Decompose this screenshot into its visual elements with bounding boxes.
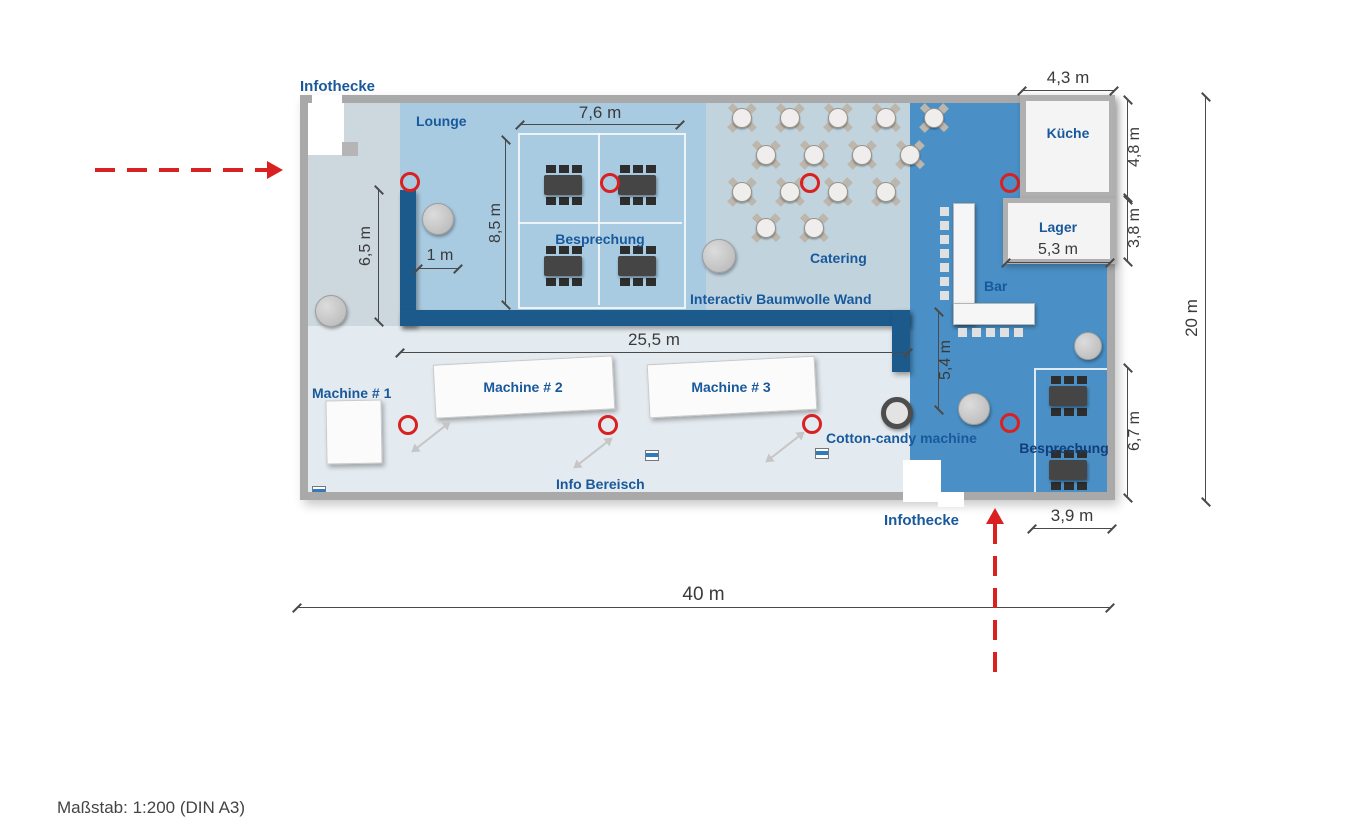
entrance-step-bottom xyxy=(938,492,964,507)
zone-lounge-floor xyxy=(400,103,706,312)
cotton-candy-machine-icon xyxy=(881,397,913,429)
dimension-line-25-5m xyxy=(400,352,908,353)
dimension-line-40m xyxy=(297,607,1110,608)
plant-circle xyxy=(958,393,990,425)
dimension-label-3-9m: 3,9 m xyxy=(1050,506,1094,525)
dimension-label-20m: 20 m xyxy=(1182,299,1201,337)
dimension-label-6-7m: 6,7 m xyxy=(1126,411,1143,452)
red-marker xyxy=(800,173,820,193)
bar-counter-horizontal xyxy=(953,303,1035,325)
label-machine-1: Machine # 1 xyxy=(312,385,392,401)
entrance-arrow-left-head xyxy=(267,161,283,179)
meeting-table xyxy=(539,246,587,286)
meeting-table xyxy=(613,246,661,286)
kueche-room xyxy=(1020,95,1115,198)
red-marker xyxy=(400,172,420,192)
red-marker xyxy=(802,414,822,434)
dimension-label-4-8m: 4,8 m xyxy=(1126,127,1143,168)
label-kueche: Küche xyxy=(1046,125,1090,141)
entrance-arrow-bottom-dashes xyxy=(993,524,997,682)
dimension-line-6-7m xyxy=(1127,368,1128,498)
entrance-arrow-bottom-head xyxy=(986,508,1004,524)
entrance-arrow-left-dashes xyxy=(95,168,267,172)
label-lager: Lager xyxy=(1038,219,1078,235)
dimension-line-5-4m xyxy=(938,312,939,410)
label-bar: Bar xyxy=(984,278,1008,294)
bar-stools-column xyxy=(940,207,949,216)
besprechung-partition-divider-v xyxy=(598,133,600,305)
besprechung-partition-divider-h xyxy=(518,222,682,224)
outer-wall xyxy=(300,95,1115,500)
besprechung-partition xyxy=(518,133,686,309)
dimension-line-6-5m xyxy=(378,190,379,322)
red-marker xyxy=(600,173,620,193)
door-gap-top-left xyxy=(312,95,342,104)
entrance-vestibule xyxy=(308,103,344,155)
dimension-line-7-6m xyxy=(520,124,680,125)
dimension-line-20m xyxy=(1205,97,1206,502)
entrance-notch-bottom xyxy=(903,460,941,502)
dimension-label-40m: 40 m xyxy=(682,584,725,605)
interactive-wall-left xyxy=(400,190,416,326)
floor-device xyxy=(645,450,659,461)
interactive-wall-main xyxy=(400,310,910,326)
label-info-bereich: Info Bereisch xyxy=(556,476,645,492)
label-interactive-wall: Interactiv Baumwolle Wand xyxy=(690,291,872,307)
dimension-label-6-5m: 6,5 m xyxy=(357,226,374,267)
dimension-line-5-3m xyxy=(1006,262,1110,263)
label-besprechung: Besprechung xyxy=(555,231,645,247)
dimension-label-4-3m: 4,3 m xyxy=(1046,68,1090,87)
label-infothecke-bottom: Infothecke xyxy=(884,512,960,529)
dimension-line-4-8m xyxy=(1127,100,1128,198)
label-besprechung2: Besprechung xyxy=(1019,440,1109,456)
red-marker xyxy=(1000,413,1020,433)
red-marker xyxy=(398,415,418,435)
floor-device xyxy=(815,448,829,459)
dimension-label-1m: 1 m xyxy=(426,247,454,264)
label-machine-2: Machine # 2 xyxy=(483,379,563,395)
label-infothecke-top: Infothecke xyxy=(300,78,376,95)
dimension-label-3-8m: 3,8 m xyxy=(1126,208,1143,249)
label-catering: Catering xyxy=(810,250,867,266)
meeting-table xyxy=(1044,450,1092,490)
label-cotton-candy: Cotton-candy machine xyxy=(826,430,977,446)
meeting-table xyxy=(613,165,661,205)
scale-note: Maßstab: 1:200 (DIN A3) xyxy=(57,798,246,817)
dimension-label-25-5m: 25,5 m xyxy=(628,330,680,349)
dimension-label-7-6m: 7,6 m xyxy=(578,103,622,122)
label-machine-3: Machine # 3 xyxy=(691,379,771,395)
label-lounge: Lounge xyxy=(416,113,467,129)
plant-circle xyxy=(315,295,347,327)
entrance-step xyxy=(342,142,358,156)
red-marker xyxy=(598,415,618,435)
meeting-table xyxy=(539,165,587,205)
dimension-line-8-5m xyxy=(505,140,506,305)
plant-circle xyxy=(702,239,736,273)
dimension-line-4-3m xyxy=(1022,90,1114,91)
dimension-line-1m xyxy=(418,268,458,269)
dimension-label-5-3m: 5,3 m xyxy=(1037,241,1078,258)
dimension-label-8-5m: 8,5 m xyxy=(487,203,504,244)
red-marker xyxy=(1000,173,1020,193)
bar-stools-row xyxy=(958,328,967,337)
plant-circle xyxy=(422,203,454,235)
dimension-line-3-8m xyxy=(1127,200,1128,262)
plant-circle xyxy=(1074,332,1102,360)
meeting-table xyxy=(1044,376,1092,416)
dimension-label-5-4m: 5,4 m xyxy=(937,340,954,381)
dimension-line-3-9m xyxy=(1032,528,1112,529)
